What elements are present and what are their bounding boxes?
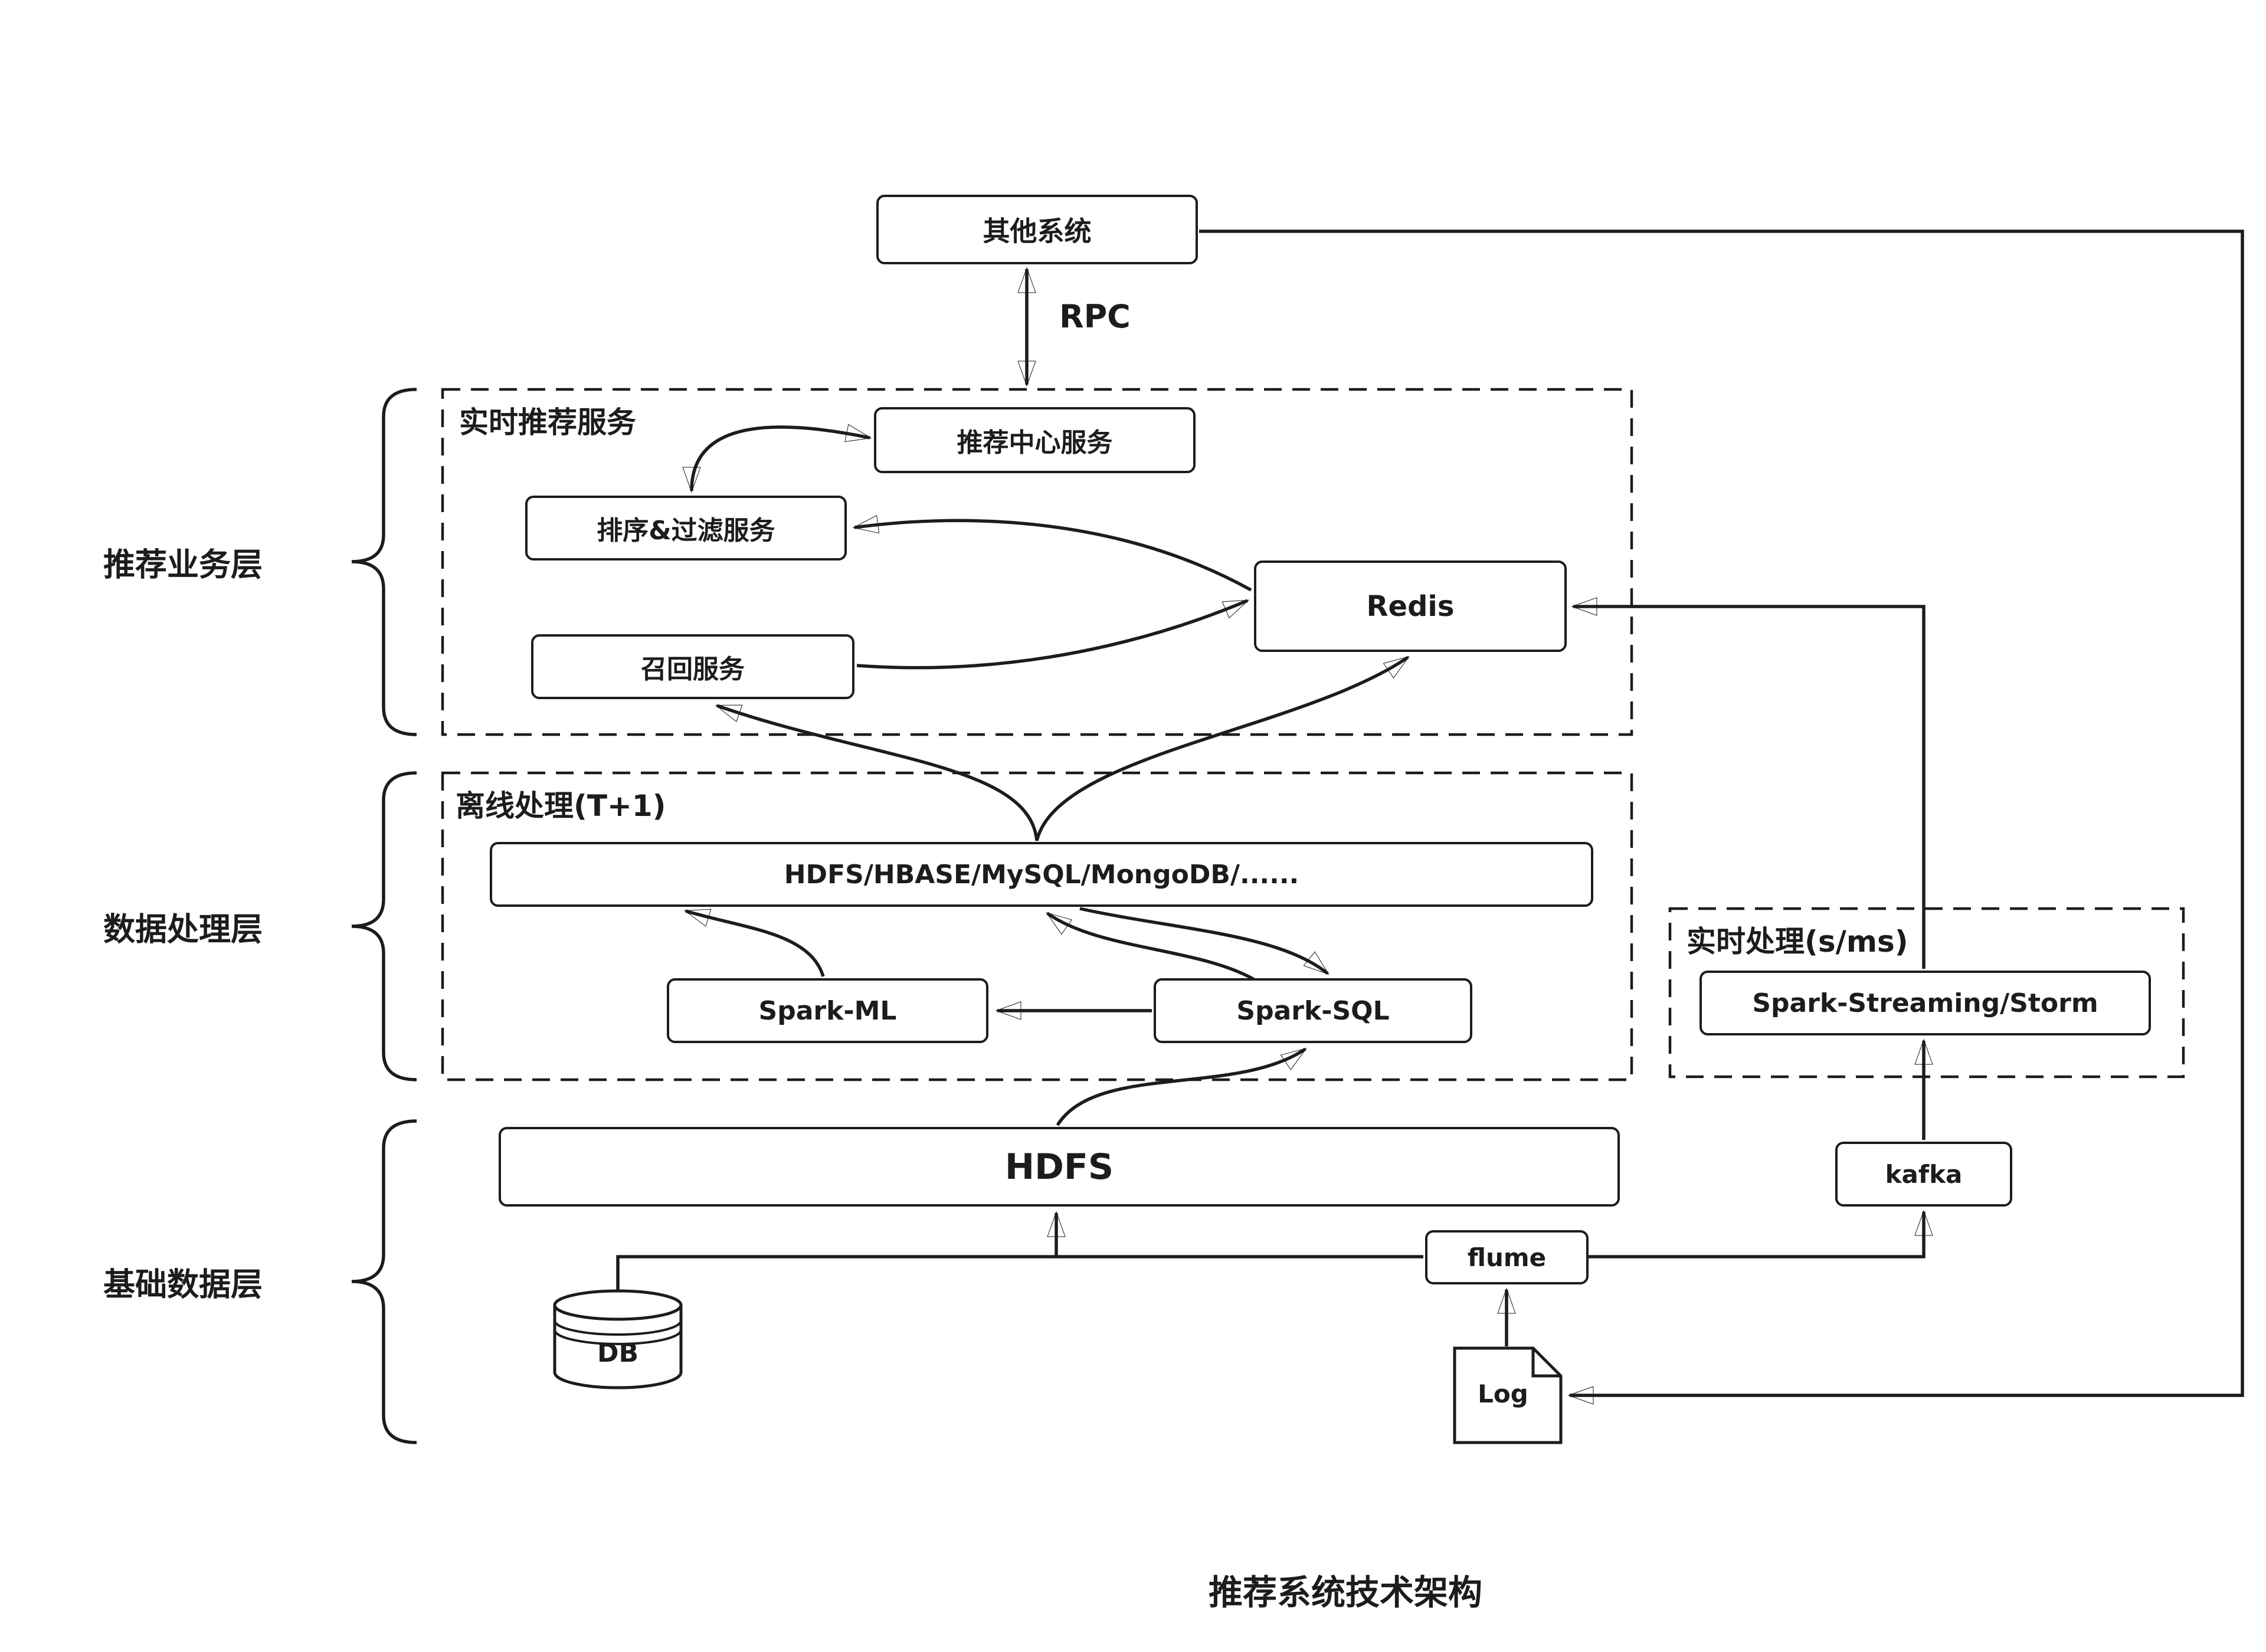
brace-business-layer (351, 388, 417, 736)
streaming-to-redis-line (1571, 597, 1926, 969)
node-spark-sql: Spark-SQL (1154, 978, 1472, 1043)
db-flume-bus-line (616, 1255, 1423, 1292)
node-spark-sql-label: Spark-SQL (1236, 995, 1390, 1026)
group-label-offline-processing: 离线处理(T+1) (456, 789, 666, 823)
node-redis: Redis (1254, 560, 1567, 652)
group-label-realtime-processing: 实时处理(s/ms) (1687, 925, 1908, 959)
recall-to-redis-arrow (856, 599, 1250, 670)
flume-to-kafka-line (1589, 1210, 1933, 1258)
rpc-label: RPC (1059, 298, 1131, 335)
node-offline-storage-label: HDFS/HBASE/MySQL/MongoDB/...... (784, 859, 1299, 890)
layer-label-business: 推荐业务层 (103, 546, 263, 584)
layer-label-data-processing: 数据处理层 (103, 910, 263, 948)
node-other-system: 其他系统 (876, 195, 1198, 264)
realtime-service-group-box (441, 388, 1633, 736)
redis-to-sortfilter-arrow (852, 515, 1252, 592)
sparksql-to-storage-arrow (1046, 912, 1255, 981)
layer-label-base-data: 基础数据层 (103, 1266, 263, 1303)
brace-data-processing-layer (351, 771, 417, 1081)
node-recommend-center-service: 推荐中心服务 (874, 407, 1196, 473)
node-spark-ml: Spark-ML (667, 978, 988, 1043)
node-spark-ml-label: Spark-ML (758, 995, 897, 1026)
db-label: DB (597, 1338, 639, 1368)
node-offline-storage: HDFS/HBASE/MySQL/MongoDB/...... (490, 842, 1593, 907)
brace-base-data-layer (351, 1119, 417, 1444)
node-flume: flume (1425, 1230, 1589, 1284)
node-recommend-center-service-label: 推荐中心服务 (957, 428, 1113, 458)
node-kafka-label: kafka (1885, 1159, 1963, 1189)
offline-processing-group-box (441, 771, 1633, 1081)
node-recall-service: 召回服务 (531, 634, 854, 699)
log-label: Log (1478, 1379, 1528, 1408)
hdfs-to-sparksql-arrow (1056, 1047, 1307, 1126)
node-sort-filter-service: 排序&过滤服务 (525, 496, 847, 560)
realtime-processing-group-box (1668, 907, 2185, 1079)
node-spark-streaming-label: Spark-Streaming/Storm (1752, 988, 2098, 1018)
storage-to-sparksql-arrow (1079, 907, 1330, 975)
group-label-realtime-service: 实时推荐服务 (459, 405, 636, 440)
db-cylinder-icon (553, 1289, 683, 1389)
node-spark-streaming: Spark-Streaming/Storm (1700, 971, 2151, 1035)
node-kafka: kafka (1835, 1142, 2012, 1207)
node-other-system-label: 其他系统 (983, 215, 1092, 247)
node-redis-label: Redis (1366, 589, 1455, 623)
node-hdfs: HDFS (499, 1127, 1620, 1207)
other-system-to-log-line (1199, 230, 2244, 1405)
diagram-title: 推荐系统技术架构 (1208, 1572, 1482, 1612)
storage-to-redis-arrow (1035, 655, 1410, 841)
storage-to-recall-arrow (715, 704, 1039, 841)
sortfilter-centerservice-arrow (682, 424, 872, 493)
node-hdfs-label: HDFS (1004, 1146, 1114, 1188)
log-document-icon (1453, 1346, 1563, 1444)
node-recall-service-label: 召回服务 (641, 654, 745, 684)
sparkml-to-storage-arrow (683, 909, 825, 977)
node-flume-label: flume (1467, 1243, 1547, 1272)
node-sort-filter-service-label: 排序&过滤服务 (597, 516, 775, 546)
